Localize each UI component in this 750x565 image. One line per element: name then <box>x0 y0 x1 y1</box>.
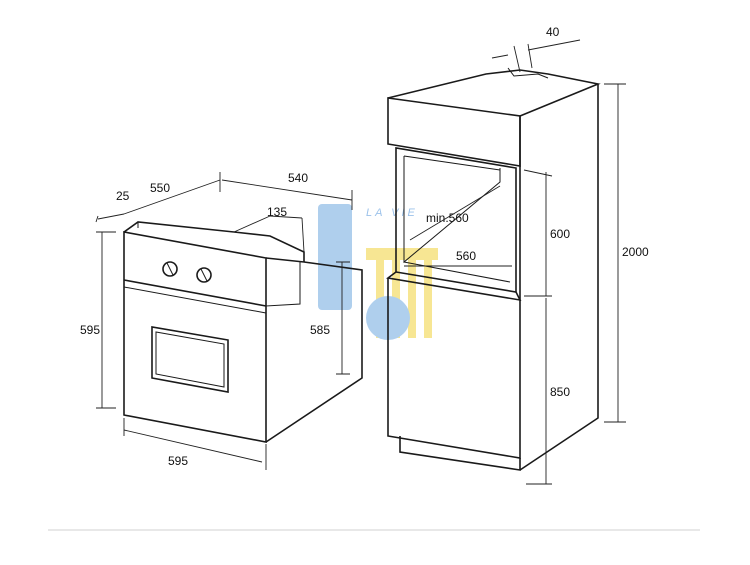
dim-line-595-width <box>123 418 267 470</box>
oven-body-top <box>233 231 305 262</box>
oven-top-edge <box>123 221 235 233</box>
dim-label-595-width: 595 <box>168 454 188 468</box>
dim-label-550: 550 <box>150 181 170 195</box>
oven-front-outline <box>123 231 267 443</box>
dim-label-min560: min.560 <box>426 211 469 225</box>
dim-line-540 <box>219 172 353 210</box>
dim-label-25: 25 <box>116 189 130 203</box>
dim-label-585: 585 <box>310 323 330 337</box>
cabinet-top-lid <box>387 69 601 117</box>
dim-label-2000: 2000 <box>622 245 649 259</box>
cabinet-drawing: 40 min.560 560 600 850 2000 <box>386 25 649 485</box>
oven-knob-left <box>162 261 178 277</box>
dim-line-585 <box>336 261 350 375</box>
oven-panel-divider <box>123 279 267 307</box>
dim-line-135 <box>233 215 305 253</box>
dim-label-540: 540 <box>288 171 308 185</box>
oven-body-side <box>265 261 363 443</box>
dim-line-25 <box>95 213 125 223</box>
dim-line-2000 <box>604 83 626 423</box>
dim-line-550 <box>123 179 221 215</box>
cabinet-base-front <box>387 278 521 459</box>
oven-knob-right <box>196 267 212 283</box>
watermark-blue-bar <box>318 204 352 310</box>
dim-label-40: 40 <box>546 25 560 39</box>
dim-label-850: 850 <box>550 385 570 399</box>
dim-label-560: 560 <box>456 249 476 263</box>
dim-label-595-height: 595 <box>80 323 100 337</box>
watermark-yellow-top <box>366 248 438 260</box>
cabinet-plinth <box>399 436 521 471</box>
watermark-text: LA VIE <box>366 207 418 219</box>
dim-line-600 <box>523 169 553 297</box>
dim-label-600: 600 <box>550 227 570 241</box>
cabinet-top-front <box>387 97 521 167</box>
watermark-logo: LA VIE <box>318 204 438 340</box>
cabinet-side-panel <box>519 84 599 471</box>
dim-label-135: 135 <box>267 205 287 219</box>
oven-drawing: 25 550 540 135 595 585 595 <box>80 171 363 470</box>
dim-line-595-height <box>96 231 116 409</box>
dim-line-850 <box>526 298 552 485</box>
dim-line-min560 <box>409 185 501 241</box>
oven-window <box>151 326 229 393</box>
dim-line-40 <box>491 39 581 73</box>
